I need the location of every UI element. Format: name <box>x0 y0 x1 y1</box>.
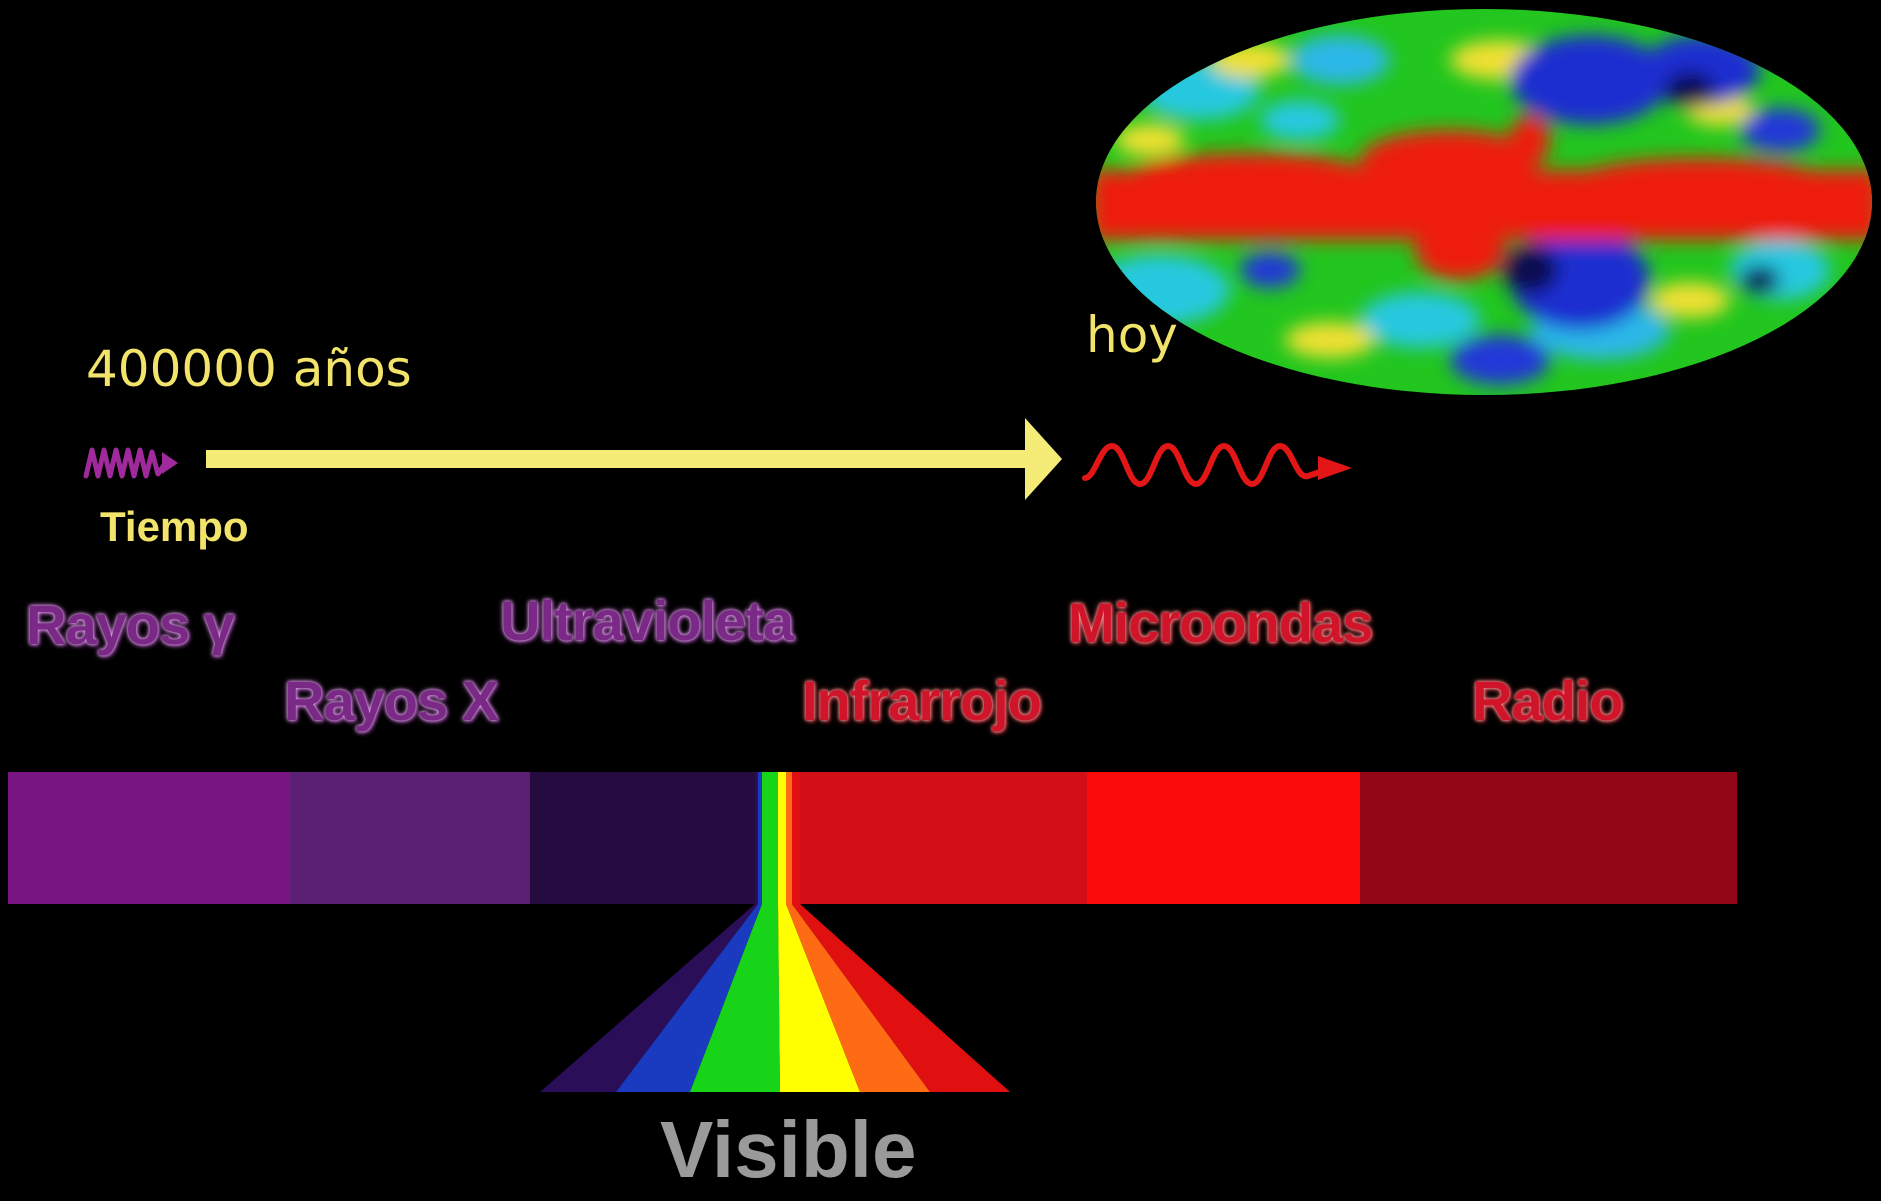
start-time-label: 400000 años <box>86 340 412 398</box>
visible-label: Visible <box>660 1105 917 1194</box>
visible-strip-red <box>792 772 800 904</box>
band-label-microwave: Microondas <box>1068 591 1373 654</box>
band-segment-microwave <box>1087 772 1360 904</box>
visible-strip-violet <box>755 772 758 904</box>
band-segment-radio <box>1360 772 1737 904</box>
visible-fan <box>540 904 1010 1092</box>
band-segment-ultraviolet <box>530 772 755 904</box>
visible-fan-blue <box>616 904 762 1092</box>
visible-fan-orange <box>786 904 930 1092</box>
visible-strip-blue <box>758 772 762 904</box>
visible-fan-green <box>690 904 780 1092</box>
spectrum-bar <box>8 772 1737 904</box>
band-label-infrared: Infrarrojo <box>802 669 1042 732</box>
band-label-xray: Rayos X <box>284 669 499 732</box>
band-label-ultraviolet: Ultravioleta <box>500 589 794 652</box>
time-arrow-shaft <box>206 450 1036 468</box>
visible-fan-yellow <box>778 904 860 1092</box>
short-wave-arrowhead-icon <box>162 452 178 474</box>
visible-strip-green <box>762 772 778 904</box>
band-label-gamma: Rayos γ <box>26 593 235 656</box>
band-label-radio: Radio <box>1472 669 1624 732</box>
long-wave-arrowhead-icon <box>1318 456 1352 480</box>
end-time-label: hoy <box>1086 306 1178 364</box>
visible-fan-violet <box>540 904 758 1092</box>
visible-strip <box>755 772 800 904</box>
band-segment-gamma <box>8 772 290 904</box>
long-wave-icon <box>1082 442 1329 488</box>
cmb-sky-map <box>1096 9 1872 395</box>
band-segment-xray <box>290 772 530 904</box>
visible-strip-yellow <box>778 772 786 904</box>
visible-fan-red <box>792 904 1010 1092</box>
band-segment-infrared <box>800 772 1087 904</box>
time-arrow-head-icon <box>1025 418 1062 500</box>
visible-strip-orange <box>786 772 792 904</box>
time-axis-label: Tiempo <box>100 503 249 550</box>
short-wave-icon <box>83 447 169 479</box>
